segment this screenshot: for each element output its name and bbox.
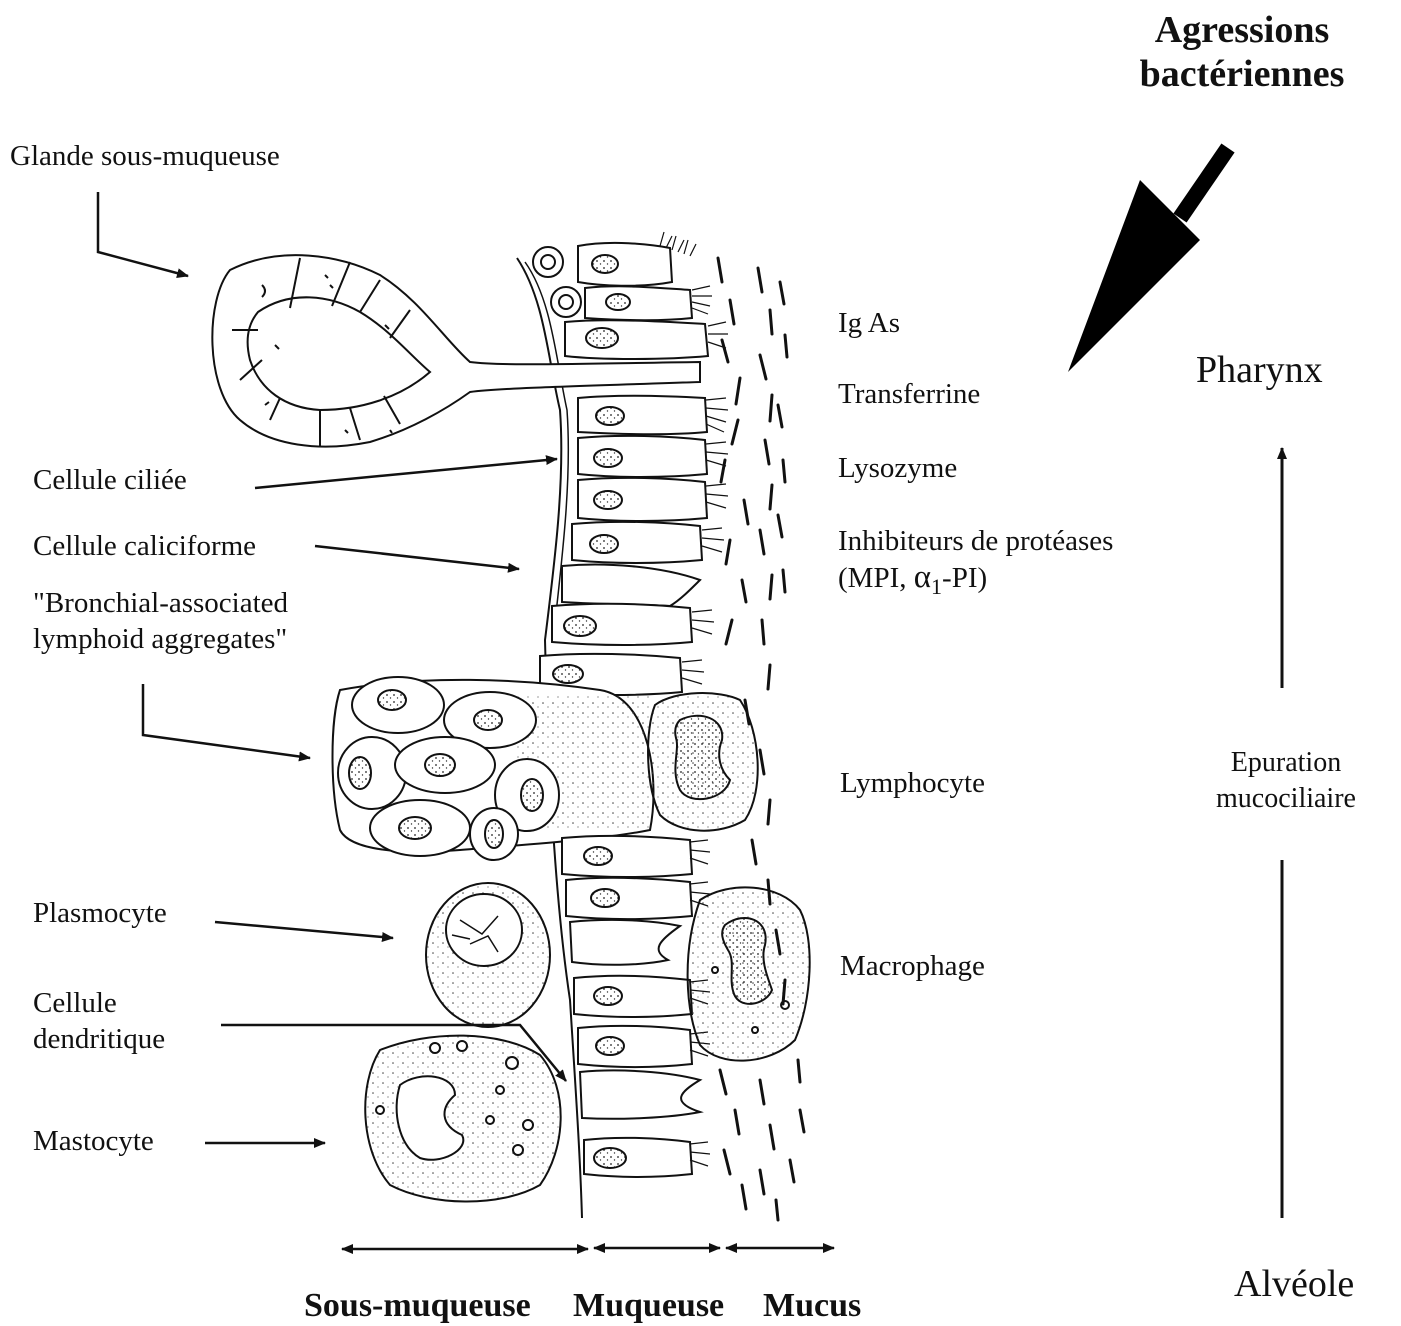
label-epuration-line1: Epuration xyxy=(1196,745,1376,781)
arrow-caliciforme xyxy=(315,546,519,569)
epithelium-lower xyxy=(562,836,700,1177)
label-balt: "Bronchial-associated lymphoid aggregate… xyxy=(33,585,288,657)
label-lymphocyte: Lymphocyte xyxy=(840,765,985,801)
lymphocyte-cell xyxy=(648,693,758,831)
inhibiteurs-suffix: -PI) xyxy=(942,562,987,594)
title-line1: Agressions xyxy=(1112,8,1372,52)
label-igas: Ig As xyxy=(838,305,900,341)
label-inhibiteurs-line1: Inhibiteurs de protéases xyxy=(838,523,1113,559)
label-glande: Glande sous-muqueuse xyxy=(10,138,280,174)
label-cellule-caliciforme: Cellule caliciforme xyxy=(33,528,256,564)
label-lysozyme: Lysozyme xyxy=(838,450,957,486)
label-inhibiteurs-line2: (MPI, α1-PI) xyxy=(838,559,1113,605)
label-epuration: Epuration mucociliaire xyxy=(1196,745,1376,817)
diagram-title: Agressions bactériennes xyxy=(1112,8,1372,96)
label-inhibiteurs: Inhibiteurs de protéases (MPI, α1-PI) xyxy=(838,523,1113,605)
layer-arrows xyxy=(342,1248,834,1249)
label-dendritique-line1: Cellule xyxy=(33,985,165,1021)
label-transferrine: Transferrine xyxy=(838,376,980,412)
arrow-balt xyxy=(143,684,310,758)
label-mastocyte: Mastocyte xyxy=(33,1123,154,1159)
macrophage-cell xyxy=(688,887,810,1060)
label-alveole: Alvéole xyxy=(1234,1262,1354,1306)
title-line2: bactériennes xyxy=(1112,52,1372,96)
label-dendritique-line2: dendritique xyxy=(33,1021,165,1057)
mastocyte-cell xyxy=(365,1036,560,1202)
epithelium-upper xyxy=(533,243,708,695)
label-pharynx: Pharynx xyxy=(1196,348,1323,392)
label-balt-line2: lymphoid aggregates" xyxy=(33,621,288,657)
lymphoid-aggregate xyxy=(333,677,654,860)
label-macrophage: Macrophage xyxy=(840,948,985,984)
arrow-ciliee xyxy=(255,459,557,488)
label-plasmocyte: Plasmocyte xyxy=(33,895,167,931)
inhibiteurs-alpha: α xyxy=(914,559,931,595)
label-muqueuse: Muqueuse xyxy=(573,1286,724,1326)
label-cellule-dendritique: Cellule dendritique xyxy=(33,985,165,1057)
label-sous-muqueuse: Sous-muqueuse xyxy=(304,1286,531,1326)
inhibiteurs-subscript: 1 xyxy=(931,574,942,599)
label-cellule-ciliee: Cellule ciliée xyxy=(33,462,187,498)
arrow-plasmocyte xyxy=(215,922,393,938)
arrow-glande xyxy=(98,192,188,276)
label-mucus: Mucus xyxy=(763,1286,861,1326)
inhibiteurs-prefix: (MPI, xyxy=(838,562,914,594)
aggression-arrow xyxy=(1068,148,1228,372)
plasmocyte-cell xyxy=(426,883,550,1027)
label-epuration-line2: mucociliaire xyxy=(1196,781,1376,817)
label-balt-line1: "Bronchial-associated xyxy=(33,585,288,621)
